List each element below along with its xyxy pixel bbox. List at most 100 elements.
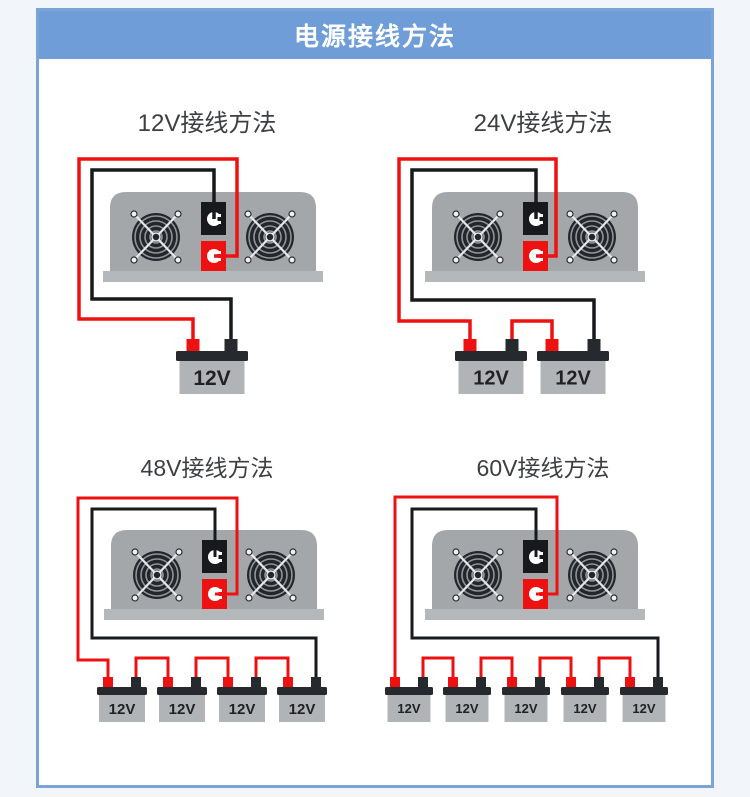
battery-negative-post	[535, 677, 545, 689]
inverter-base	[103, 271, 323, 282]
fan-icon	[244, 210, 296, 264]
negative-wire	[410, 168, 596, 345]
battery-label: 12V	[229, 701, 256, 718]
fan-icon	[452, 210, 504, 264]
battery-negative-post	[311, 677, 321, 689]
battery-positive-post	[625, 677, 635, 689]
jumper-wire	[479, 656, 514, 682]
screw-icon	[131, 548, 139, 556]
panel-24v: 24V接线方法 12V 12V	[375, 59, 711, 430]
screw-icon	[610, 210, 618, 218]
battery-body	[179, 361, 245, 394]
battery-label: 12V	[573, 701, 596, 716]
battery-body	[387, 695, 431, 722]
battery-body	[445, 695, 489, 722]
battery-top-bar	[502, 687, 550, 695]
screw-icon	[610, 256, 618, 264]
negative-wire	[410, 507, 660, 683]
jumper-wire	[421, 656, 455, 682]
battery-positive-post	[545, 339, 559, 353]
fan-icon	[566, 210, 618, 264]
fan-icon	[130, 210, 182, 264]
positive-wire	[393, 495, 559, 683]
battery: 12V	[176, 339, 248, 394]
battery-top-bar	[176, 351, 248, 361]
screw-icon	[452, 210, 460, 218]
inverter	[425, 530, 645, 620]
screw-icon	[496, 210, 504, 218]
fan-icon	[566, 548, 618, 602]
screw-icon	[452, 548, 460, 556]
battery-positive-post	[103, 677, 113, 689]
battery-top-bar	[561, 687, 609, 695]
battery-positive-post	[507, 677, 517, 689]
battery-body	[563, 695, 607, 722]
battery-body	[540, 361, 606, 394]
battery-negative-post	[131, 677, 141, 689]
battery: 12V	[537, 339, 609, 394]
screw-icon	[130, 256, 138, 264]
battery-top-bar	[443, 687, 491, 695]
screw-icon	[288, 210, 296, 218]
battery-label: 12V	[193, 367, 230, 390]
screw-icon	[244, 256, 252, 264]
screw-icon	[610, 548, 618, 556]
battery-negative-post	[653, 677, 663, 689]
screw-icon	[566, 594, 574, 602]
screw-icon	[245, 548, 253, 556]
battery-positive-post	[390, 677, 400, 689]
jumper-wire	[194, 656, 230, 682]
screw-icon	[174, 210, 182, 218]
battery-positive-post	[186, 339, 200, 353]
screw-icon	[496, 548, 504, 556]
battery: 12V	[217, 677, 267, 722]
screw-icon	[174, 256, 182, 264]
battery-top-bar	[277, 687, 327, 695]
inverter-base	[425, 609, 645, 620]
screw-icon	[130, 210, 138, 218]
wiring-diagram-24v: 24V接线方法 12V 12V	[397, 110, 645, 394]
inverter-base	[104, 609, 324, 620]
screw-icon	[131, 594, 139, 602]
battery-label: 12V	[514, 701, 537, 716]
battery: 12V	[455, 339, 527, 394]
battery-label: 12V	[169, 701, 196, 718]
battery-label: 12V	[473, 368, 509, 390]
screw-icon	[289, 548, 297, 556]
battery-label: 12V	[397, 701, 420, 716]
inverter-base	[425, 271, 645, 282]
header-banner: 电源接线方法	[39, 11, 711, 59]
screw-icon	[566, 210, 574, 218]
battery-positive-post	[448, 677, 458, 689]
battery-negative-post	[594, 677, 604, 689]
battery-negative-post	[418, 677, 428, 689]
panel-title: 24V接线方法	[474, 110, 613, 137]
battery: 12V	[277, 677, 327, 722]
battery-positive-post	[223, 677, 233, 689]
screw-icon	[175, 548, 183, 556]
battery-body	[159, 695, 205, 722]
screw-icon	[245, 594, 253, 602]
battery-positive-post	[463, 339, 477, 353]
battery-label: 12V	[109, 701, 136, 718]
screw-icon	[496, 256, 504, 264]
battery-body	[279, 695, 325, 722]
battery-body	[458, 361, 524, 394]
jumper-wire	[538, 656, 573, 682]
page-title: 电源接线方法	[293, 23, 456, 51]
battery-label: 12V	[632, 701, 655, 716]
battery-top-bar	[157, 687, 207, 695]
battery-label: 12V	[289, 701, 316, 718]
fan-icon	[131, 548, 183, 602]
battery-top-bar	[620, 687, 668, 695]
negative-wire	[90, 507, 318, 683]
jumper-wire	[254, 656, 290, 682]
screw-icon	[566, 548, 574, 556]
battery-negative-post	[505, 339, 519, 353]
